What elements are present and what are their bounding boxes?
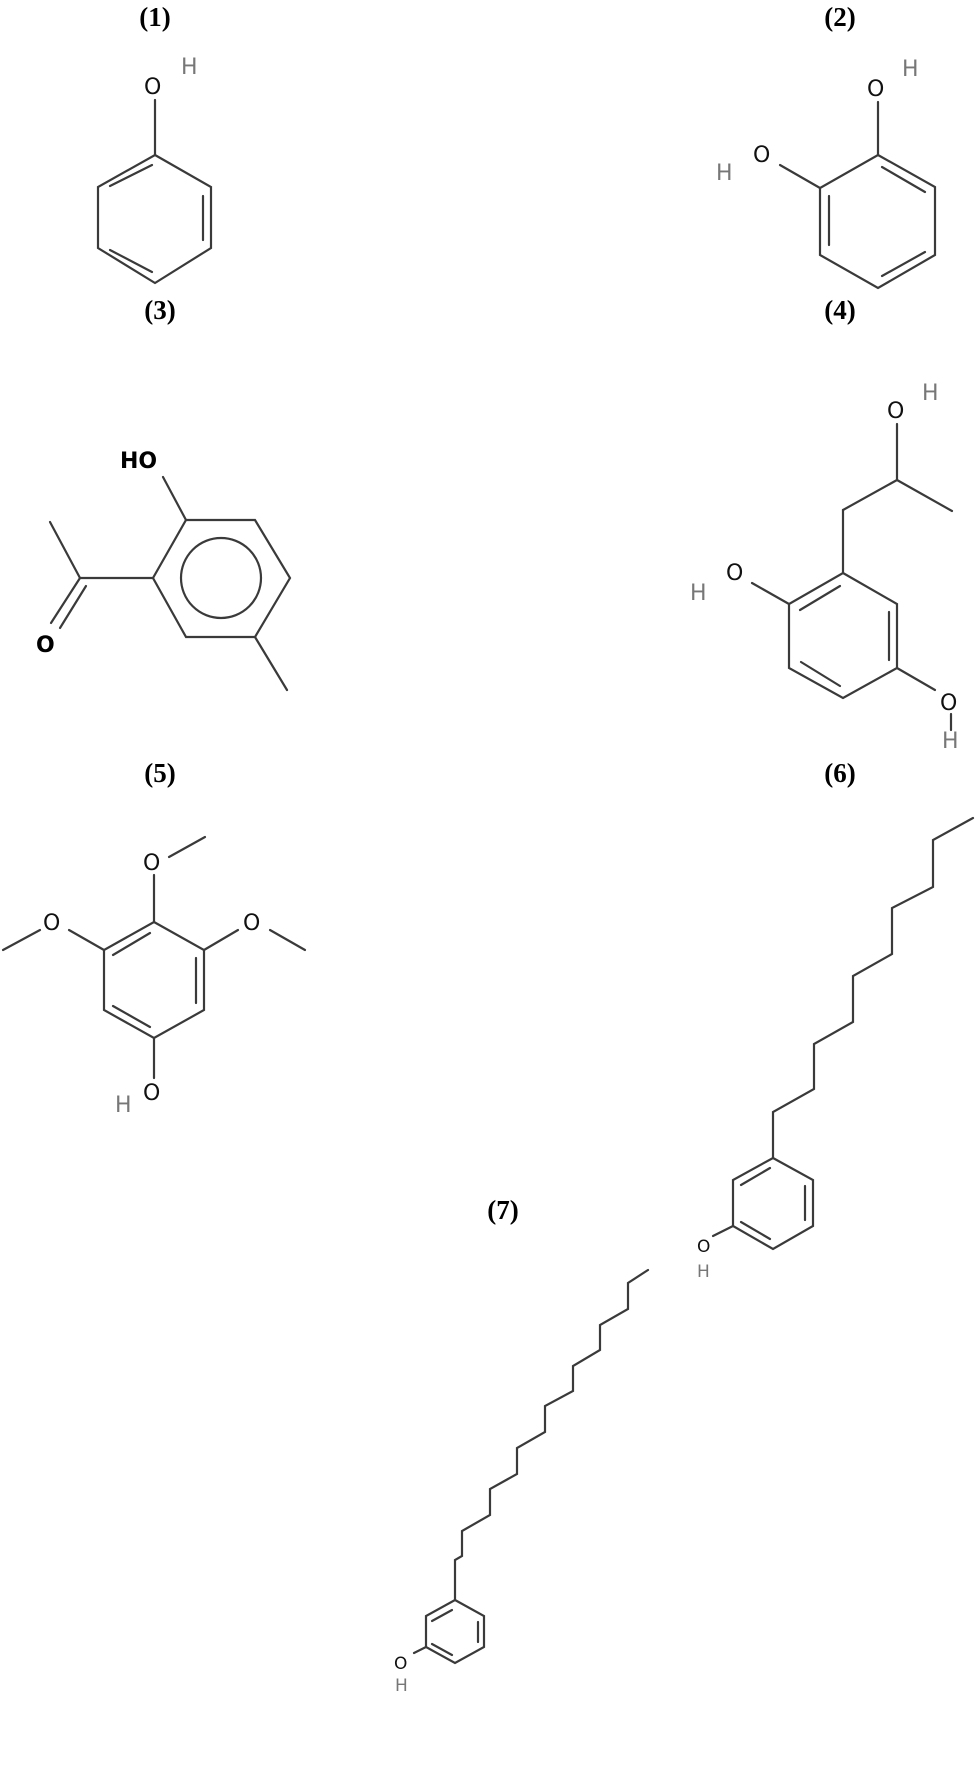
oxygen-atom: O xyxy=(867,77,884,102)
oxygen-atom: O xyxy=(144,75,161,100)
compound-2-label: (2) xyxy=(824,2,856,32)
hydrogen-atom: H xyxy=(716,161,733,186)
compound-2-structure: O H O H xyxy=(716,57,937,290)
hydrogen-atom: H xyxy=(697,1262,710,1282)
oxygen-atom: O xyxy=(726,561,743,586)
hydrogen-atom: H xyxy=(942,729,959,754)
compound-6-structure: O H xyxy=(697,816,975,1282)
oxygen-atom: O xyxy=(753,143,770,168)
hydroxyl-group: HO xyxy=(120,449,157,474)
compound-4-structure: O H O H O H xyxy=(690,381,959,754)
compound-1-structure: O H xyxy=(96,55,213,285)
oxygen-atom: O xyxy=(43,911,60,936)
hydrogen-atom: H xyxy=(181,55,198,80)
compound-7-label: (7) xyxy=(487,1195,519,1225)
compound-5-structure: O O O O H xyxy=(1,835,307,1118)
compound-3-structure: HO O xyxy=(36,449,292,692)
hydrogen-atom: H xyxy=(922,381,939,406)
oxygen-atom: O xyxy=(143,1081,160,1106)
compound-5-label: (5) xyxy=(144,758,176,788)
compound-6-label: (6) xyxy=(824,758,856,788)
hydrogen-atom: H xyxy=(902,57,919,82)
oxygen-atom: O xyxy=(143,851,160,876)
hydrogen-atom: H xyxy=(115,1093,132,1118)
carbonyl-oxygen: O xyxy=(36,633,55,658)
oxygen-atom: O xyxy=(887,399,904,424)
compound-4-label: (4) xyxy=(824,295,856,325)
hydrogen-atom: H xyxy=(690,581,707,606)
oxygen-atom: O xyxy=(940,691,957,716)
oxygen-atom: O xyxy=(394,1654,407,1674)
hydrogen-atom: H xyxy=(395,1676,408,1696)
compound-1-label: (1) xyxy=(139,2,171,32)
compound-7-structure: O H xyxy=(394,1268,650,1696)
compound-3-label: (3) xyxy=(144,295,176,325)
oxygen-atom: O xyxy=(243,911,260,936)
oxygen-atom: O xyxy=(697,1237,710,1257)
